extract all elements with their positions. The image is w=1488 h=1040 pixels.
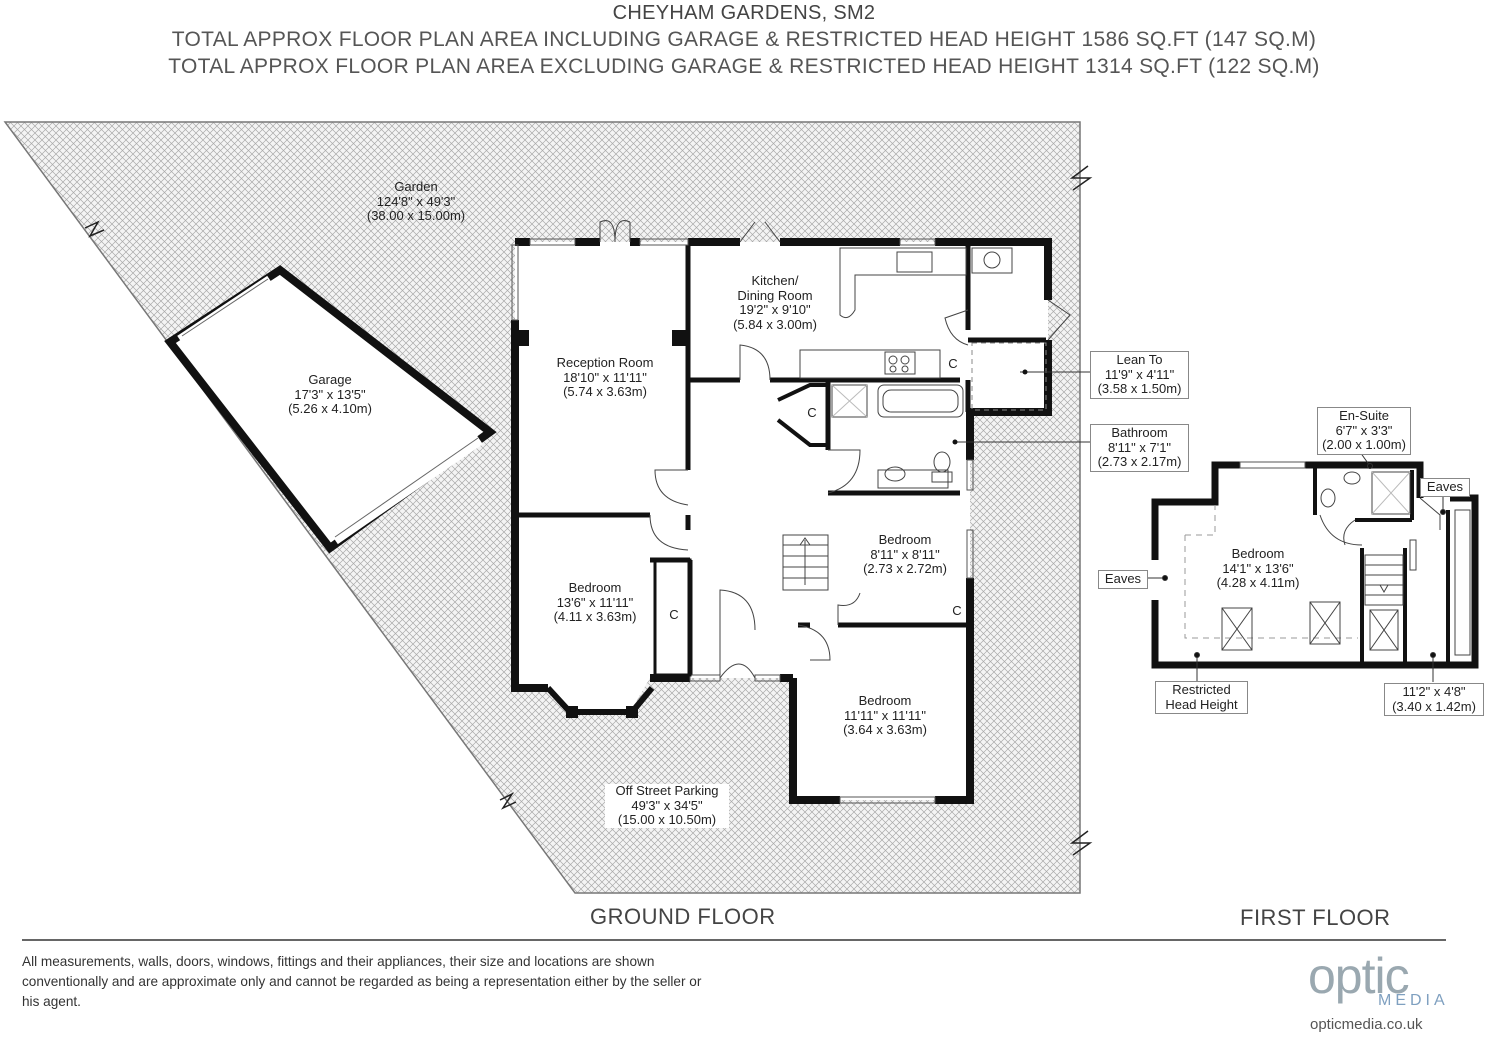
boundary-break-mark	[84, 220, 105, 238]
bathroom-label: Bathroom 8'11" x 7'1" (2.73 x 2.17m)	[1090, 424, 1189, 472]
floor-plan-drawing	[3, 121, 1479, 894]
basin	[884, 466, 906, 482]
reception-room-label: Reception Room 18'10" x 11'11" (5.74 x 3…	[556, 355, 654, 399]
wall	[935, 578, 974, 804]
lean-to-label: Lean To 11'9" x 4'11" (3.58 x 1.50m)	[1090, 351, 1189, 399]
disclaimer-text: All measurements, walls, doors, windows,…	[22, 954, 702, 1009]
logo-subtitle: MEDIA	[1378, 992, 1449, 1009]
door	[654, 469, 689, 506]
wall	[970, 340, 1052, 416]
wall	[1151, 494, 1479, 669]
boundary-break-mark	[1069, 830, 1093, 856]
bedroom-front-label: Bedroom 11'11" x 11'11" (3.64 x 3.63m)	[843, 693, 927, 737]
optic-media-logo: optic MEDIA opticmedia.co.uk	[1308, 950, 1448, 1036]
kitchen-worktop	[839, 247, 967, 319]
bedroom-small-label: Bedroom 8'11" x 8'11" (2.73 x 2.72m)	[863, 532, 947, 576]
kitchen-worktop	[799, 349, 941, 379]
door	[739, 221, 781, 243]
hob	[884, 351, 916, 375]
wall	[1151, 461, 1240, 560]
storage-label: 11'2" x 4'8" (3.40 x 1.42m)	[1384, 683, 1484, 716]
logo-url: opticmedia.co.uk	[1310, 1016, 1423, 1033]
area-including-garage: TOTAL APPROX FLOOR PLAN AREA INCLUDING G…	[171, 28, 1317, 51]
bath	[877, 384, 964, 418]
cupboard-label: C	[949, 603, 965, 619]
door	[797, 624, 831, 661]
plan-title: CHEYHAM GARDENS, SM2	[612, 2, 876, 24]
restricted-head-height-label: Restricted Head Height	[1155, 681, 1248, 714]
door	[719, 589, 756, 675]
footer-divider	[22, 939, 1446, 941]
door	[944, 309, 969, 346]
kitchen-dining-label: Kitchen/ Dining Room 19'2" x 9'10" (5.84…	[733, 273, 817, 332]
door	[599, 220, 631, 243]
cupboard-label: C	[945, 356, 961, 372]
door	[739, 344, 771, 381]
parking-label: Off Street Parking 49'3" x 34'5" (15.00 …	[605, 783, 729, 828]
bedroom-left-label: Bedroom 13'6" x 11'11" (4.11 x 3.63m)	[553, 580, 637, 624]
door	[827, 449, 861, 494]
wall	[789, 678, 840, 804]
wall	[511, 320, 548, 692]
garage-label: Garage 17'3" x 13'5" (5.26 x 4.10m)	[288, 372, 372, 416]
area-excluding-garage: TOTAL APPROX FLOOR PLAN AREA EXCLUDING G…	[168, 55, 1320, 78]
logo-wordmark: optic	[1308, 948, 1410, 1004]
cupboard-label: C	[804, 405, 820, 421]
shower-tray	[831, 384, 868, 418]
en-suite-label: En-Suite 6'7" x 3'3" (2.00 x 1.00m)	[1317, 407, 1411, 455]
wall	[935, 238, 1052, 300]
boundary-break-mark	[499, 792, 517, 810]
first-floor-bedroom-label: Bedroom 14'1" x 13'6" (4.28 x 4.11m)	[1216, 546, 1300, 590]
eaves-right-label: Eaves	[1420, 478, 1470, 497]
cupboard-label: C	[666, 607, 682, 623]
door	[649, 514, 689, 551]
ground-floor-caption: GROUND FLOOR	[590, 904, 776, 929]
door	[837, 592, 861, 625]
eaves-left-label: Eaves	[1098, 570, 1148, 589]
boundary-break-mark	[1069, 165, 1093, 191]
kitchen-sink	[896, 251, 933, 273]
staircase	[782, 534, 829, 591]
door	[1047, 299, 1071, 341]
basin	[983, 251, 1001, 269]
garden-label: Garden 124'8" x 49'3" (38.00 x 15.00m)	[366, 179, 466, 223]
door	[719, 663, 756, 679]
first-floor-caption: FIRST FLOOR	[1240, 905, 1391, 930]
bay-window	[545, 685, 655, 715]
